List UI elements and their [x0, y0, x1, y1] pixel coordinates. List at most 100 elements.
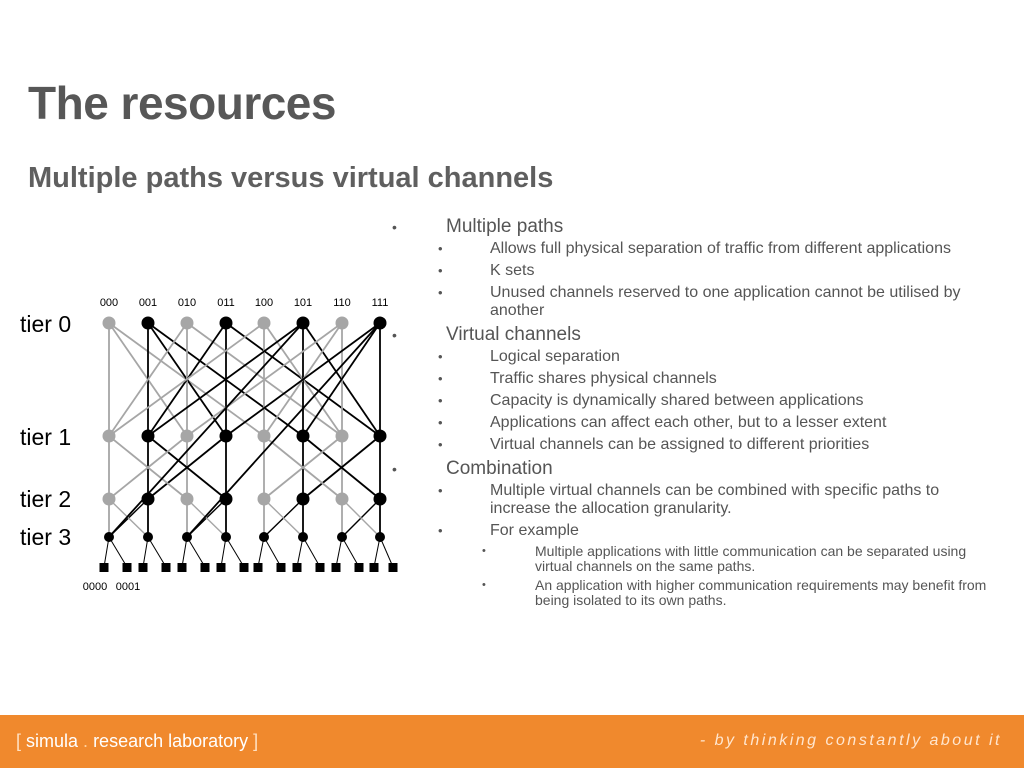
link-t3-endpoint [379, 536, 394, 568]
switch-node [102, 429, 116, 443]
sub-bullet: •Unused channels reserved to one applica… [438, 284, 961, 319]
link-t3-endpoint [186, 536, 206, 568]
link-t3-endpoint [181, 536, 188, 568]
switch-node [259, 532, 269, 542]
sub-sub-bullet: •Multiple applications with little commu… [482, 543, 967, 574]
bullet-combination: •Combination [392, 458, 553, 479]
switch-node [141, 492, 155, 506]
sub-bullet: •Virtual channels can be assigned to dif… [438, 436, 870, 453]
endpoint-node [138, 563, 148, 572]
link-t3-endpoint [220, 536, 227, 568]
sub-bullet: •Logical separation [438, 348, 620, 365]
link-t3-endpoint [147, 536, 167, 568]
endpoint-node [331, 563, 341, 572]
link-t0-t1 [225, 322, 381, 437]
endpoint-node [253, 563, 263, 572]
link-t3-endpoint [225, 536, 245, 568]
link-t0-t1 [108, 322, 188, 437]
switch-node [375, 532, 385, 542]
bullet-virtual-channels: •Virtual channels [392, 324, 581, 345]
tier-label: tier 0 [20, 311, 71, 337]
switch-node [373, 429, 387, 443]
node-id-label: 000 [100, 297, 118, 309]
node-id-label: 111 [372, 297, 389, 309]
endpoint-node [122, 563, 132, 572]
switch-node [296, 316, 310, 330]
sub-bullet: •Applications can affect each other, but… [438, 414, 887, 431]
link-t1-t2 [108, 435, 188, 500]
link-t0-t1 [108, 322, 265, 437]
node-id-label: 011 [217, 297, 235, 309]
endpoint-node [161, 563, 171, 572]
switch-node [296, 429, 310, 443]
link-t1-t2 [147, 435, 227, 500]
link-t1-t2 [263, 435, 343, 500]
endpoint-id-label: 0001 [116, 581, 140, 593]
switch-node [257, 492, 271, 506]
switch-node [257, 316, 271, 330]
switch-node [257, 429, 271, 443]
link-t2-t3 [186, 498, 227, 538]
link-t3-endpoint [335, 536, 343, 568]
sub-sub-bullet: •An application with higher communicatio… [482, 577, 987, 608]
link-t3-endpoint [373, 536, 381, 568]
tier-label: tier 1 [20, 424, 71, 450]
bullet-multiple-paths: •Multiple paths [392, 216, 564, 237]
link-t3-endpoint [302, 536, 321, 568]
link-t0-t1 [147, 322, 304, 437]
link-t3-endpoint [296, 536, 304, 568]
switch-node [141, 316, 155, 330]
link-t2-t3 [263, 498, 304, 538]
switch-node [337, 532, 347, 542]
brand-rest: research laboratory [93, 731, 249, 751]
switch-node [180, 492, 194, 506]
switch-node [143, 532, 153, 542]
switch-node [298, 532, 308, 542]
switch-node [104, 532, 114, 542]
switch-node [219, 492, 233, 506]
endpoint-node [315, 563, 325, 572]
endpoint-node [292, 563, 302, 572]
node-id-label: 001 [139, 297, 157, 309]
tier-label: tier 3 [20, 524, 71, 550]
link-t1-t2 [302, 435, 381, 500]
footer-tagline: - by thinking constantly about it [699, 732, 1002, 749]
node-id-label: 110 [333, 297, 351, 309]
slide-subtitle: Multiple paths versus virtual channels [28, 162, 554, 194]
endpoint-node [354, 563, 364, 572]
link-t3-endpoint [341, 536, 360, 568]
switch-node [141, 429, 155, 443]
switch-node [296, 492, 310, 506]
link-t3-endpoint [257, 536, 265, 568]
endpoint-node [99, 563, 109, 572]
footer-bar: [ simula . research laboratory ] - by th… [0, 715, 1024, 768]
endpoint-node [369, 563, 379, 572]
sub-bullet: •Allows full physical separation of traf… [438, 240, 951, 257]
slide-title: The resources [28, 77, 336, 129]
node-id-label: 010 [178, 297, 196, 309]
node-id-label: 101 [294, 297, 312, 309]
switch-node [182, 532, 192, 542]
link-t2-t3 [108, 498, 149, 538]
switch-node [335, 316, 349, 330]
switch-node [373, 492, 387, 506]
link-t3-endpoint [108, 536, 128, 568]
sub-bullet: •Traffic shares physical channels [438, 370, 717, 387]
long-link [108, 322, 304, 538]
brand-logo: [ simula . research laboratory ] [16, 731, 259, 751]
brand-name: simula [26, 731, 79, 751]
endpoint-node [216, 563, 226, 572]
switch-node [219, 316, 233, 330]
link-t3-endpoint [263, 536, 282, 568]
link-t0-t1 [302, 322, 381, 437]
endpoint-node [276, 563, 286, 572]
switch-node [335, 429, 349, 443]
bullet-list: •Multiple paths •Allows full physical se… [392, 216, 1002, 612]
sub-bullet: •K sets [438, 262, 535, 279]
switch-node [221, 532, 231, 542]
switch-node [335, 492, 349, 506]
link-t0-t1 [186, 322, 343, 437]
link-t2-t3 [341, 498, 381, 538]
endpoint-node [200, 563, 210, 572]
